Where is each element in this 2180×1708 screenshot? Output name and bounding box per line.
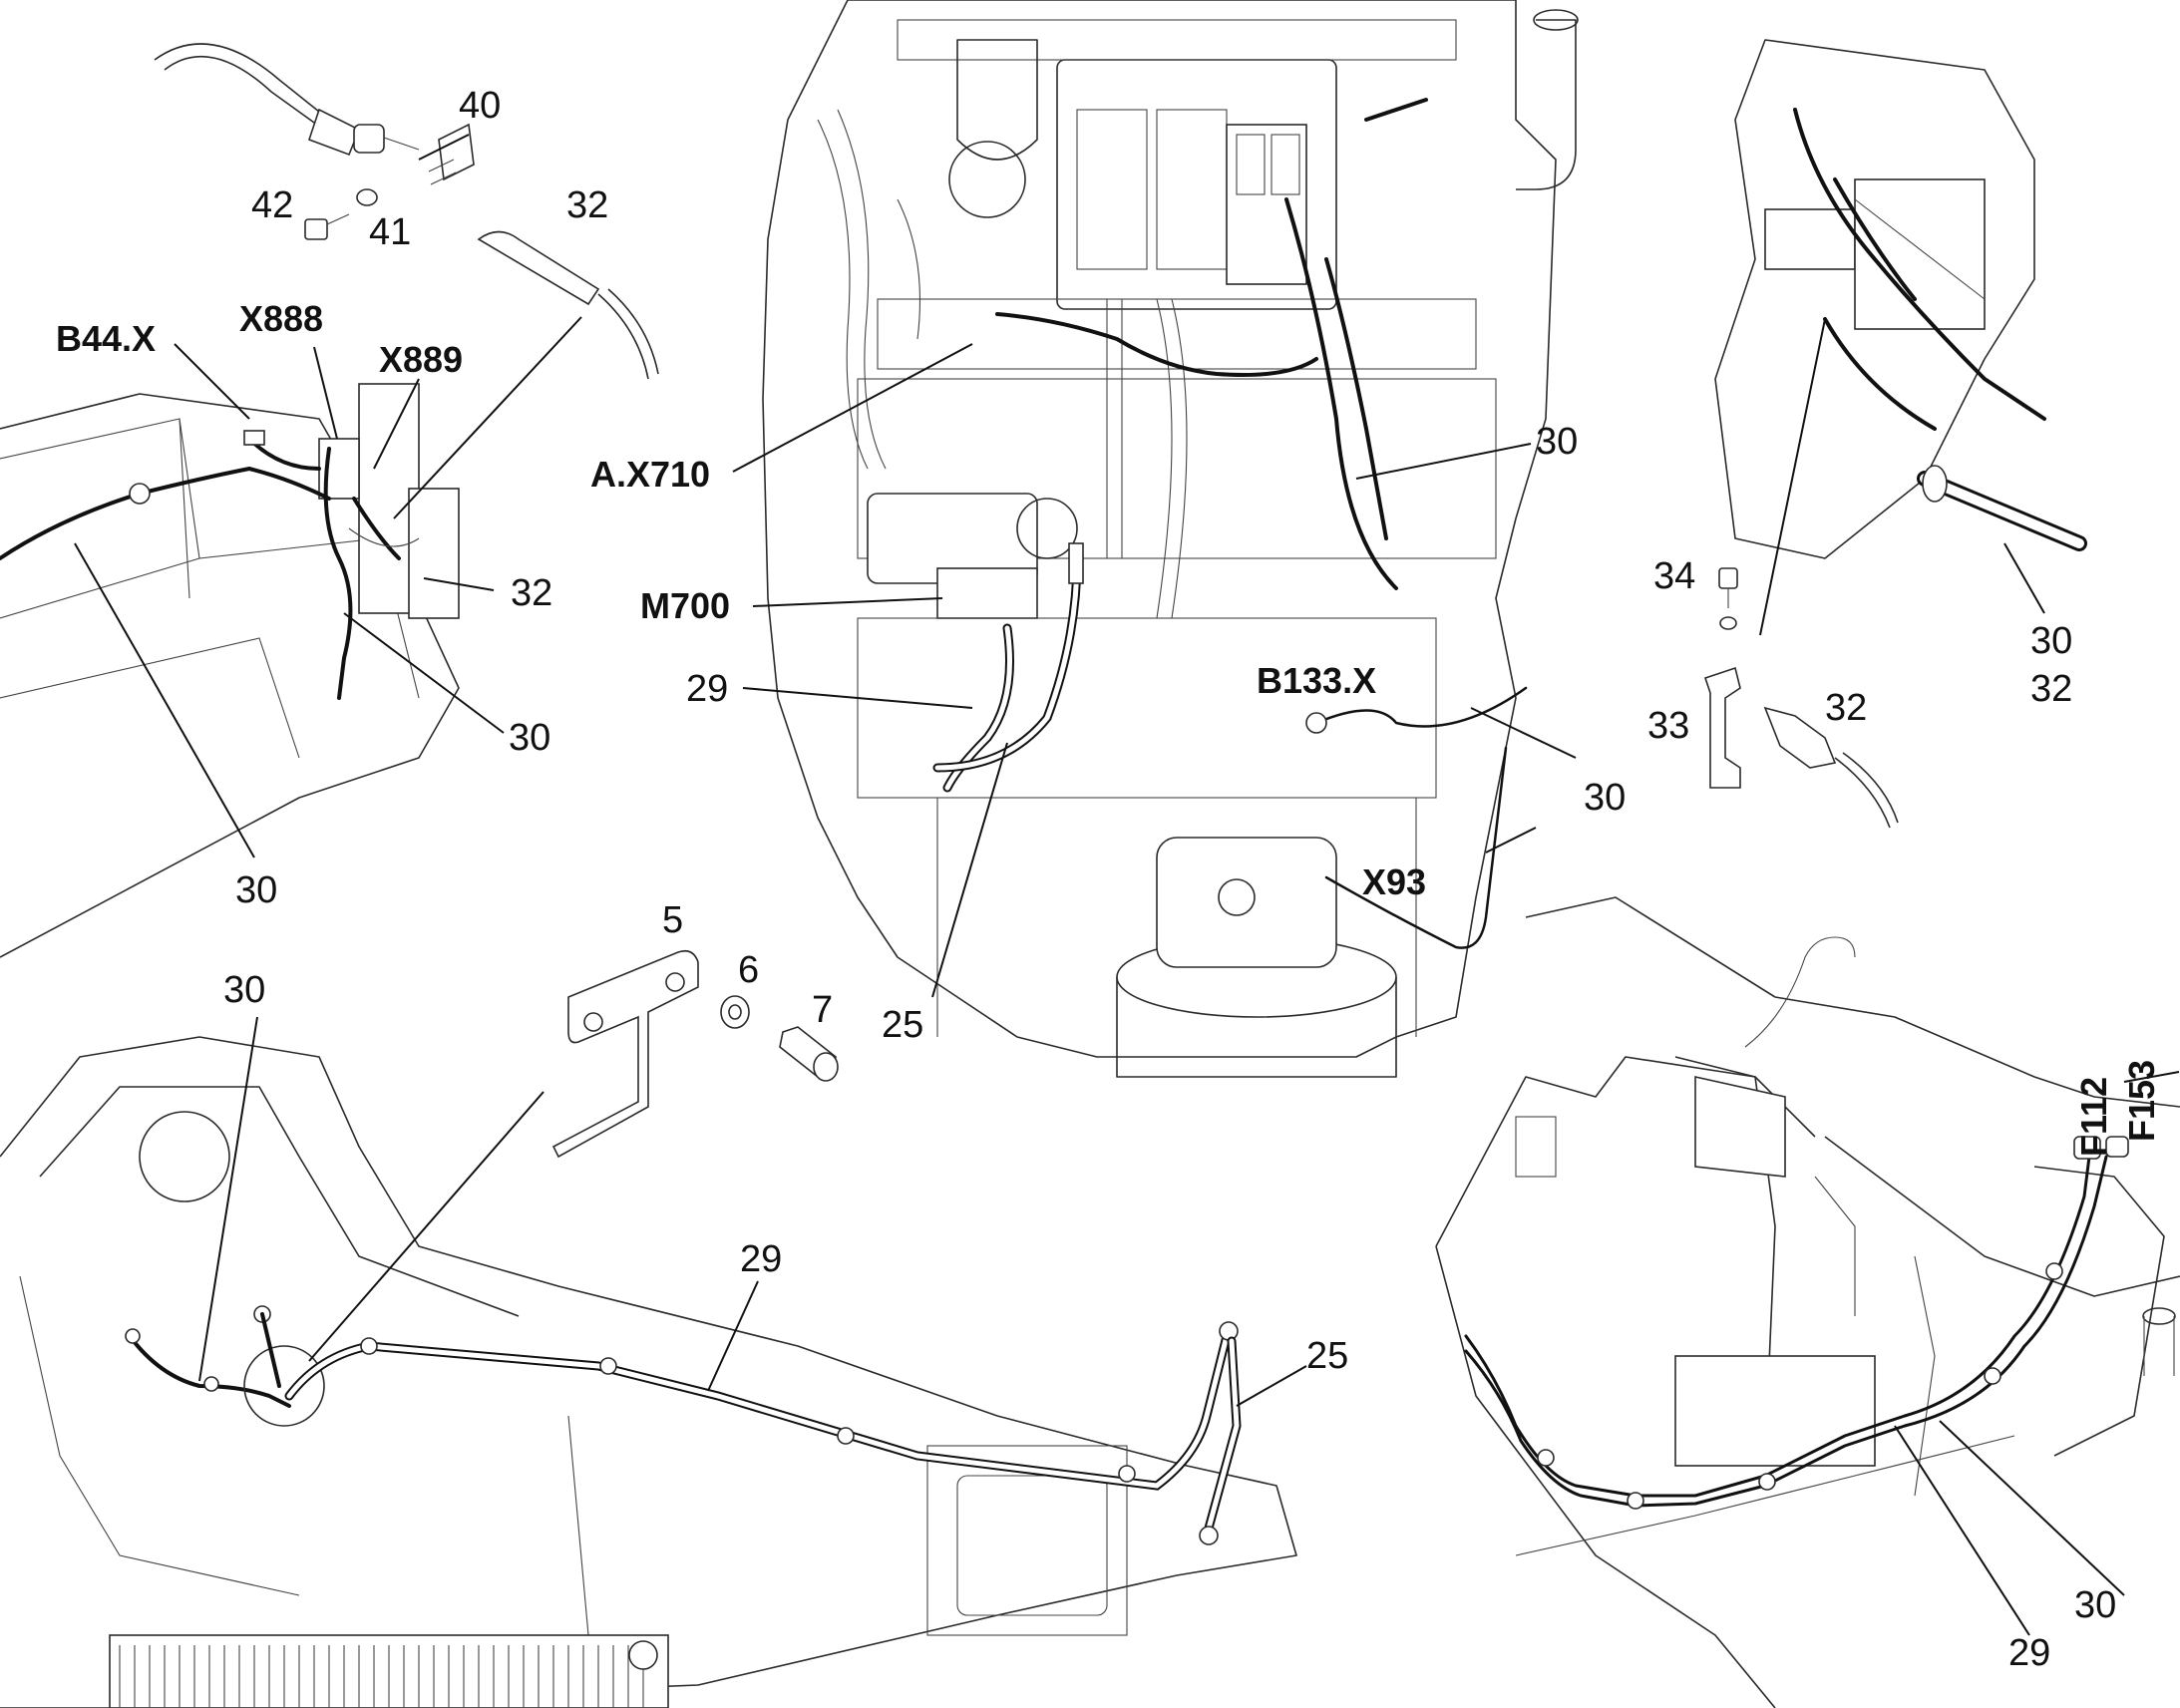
hydraulic-pump (1116, 837, 1397, 1078)
screw-7 (779, 1026, 839, 1082)
speed-sensor-assembly (307, 108, 420, 157)
callout-f153: F153 (2121, 1060, 2162, 1142)
callout-34: 34 (1653, 555, 1695, 597)
callout-f112: F112 (2073, 1077, 2114, 1157)
washer-6 (720, 995, 750, 1029)
callout-25-frame: 25 (1306, 1335, 1348, 1377)
callout-29-fuse: 29 (2008, 1632, 2050, 1674)
callout-labels: 40 42 41 32 B44.X X888 X889 32 30 30 A.X… (56, 85, 2162, 1674)
callout-30-right: 30 (2030, 620, 2072, 662)
bracket-40 (428, 123, 475, 185)
battery-cable-25-engine (932, 553, 1082, 773)
battery-cable-29-engine (942, 623, 1014, 793)
callout-m700: M700 (640, 585, 730, 626)
radiator-fins (109, 1634, 669, 1708)
screw-34 (1718, 567, 1738, 630)
battery-cable-25-frame (1202, 1336, 1242, 1540)
connector-bracket-detail-view (1703, 39, 2087, 829)
washer-41 (356, 188, 378, 206)
sensor-connector-32 (1763, 706, 1899, 829)
bracket-33 (1703, 666, 1741, 789)
frame-battery-cable-view (0, 949, 1297, 1708)
callout-b44x: B44.X (56, 318, 156, 359)
callout-32-upper-left: 32 (566, 184, 608, 226)
corrugated-harness-30 (1917, 471, 2087, 551)
callout-ax710: A.X710 (590, 454, 710, 495)
callout-30-left: 30 (509, 717, 550, 759)
callout-x888: X888 (239, 298, 323, 339)
callout-30-left-lower: 30 (235, 869, 277, 911)
sensor-bracket-detail-view (0, 43, 659, 958)
callout-30-engine: 30 (1536, 421, 1578, 463)
callout-32-right-lower: 32 (2030, 668, 2072, 710)
callout-7: 7 (812, 989, 833, 1031)
callout-40: 40 (459, 85, 501, 127)
callout-42: 42 (251, 184, 293, 226)
bracket-5 (551, 949, 699, 1159)
callout-30-fuse: 30 (2074, 1584, 2116, 1626)
callout-29-frame: 29 (740, 1238, 782, 1280)
callout-25-engine: 25 (882, 1004, 923, 1046)
starter-motor-m700 (867, 493, 1078, 619)
callout-30-engine-right: 30 (1584, 777, 1626, 819)
engine-assembly-view (762, 0, 1579, 1078)
callout-41: 41 (369, 211, 411, 253)
callout-x889: X889 (379, 339, 463, 380)
screw-42 (304, 213, 350, 240)
callout-30-frame: 30 (223, 969, 265, 1011)
callout-32-left: 32 (511, 572, 552, 614)
connector-32-upper (477, 230, 659, 380)
fuse-holders (2073, 1136, 2129, 1160)
frame-fuse-view (1435, 896, 2180, 1708)
callout-b133x: B133.X (1257, 660, 1376, 701)
callout-33: 33 (1647, 705, 1689, 747)
callout-x93: X93 (1362, 861, 1426, 902)
leader-lines (74, 134, 2180, 1636)
callout-32-right: 32 (1825, 687, 1867, 729)
callout-29-engine: 29 (686, 668, 728, 710)
callout-6: 6 (738, 949, 759, 991)
callout-5: 5 (662, 899, 683, 941)
battery-cable-29-frame (284, 1331, 1232, 1491)
